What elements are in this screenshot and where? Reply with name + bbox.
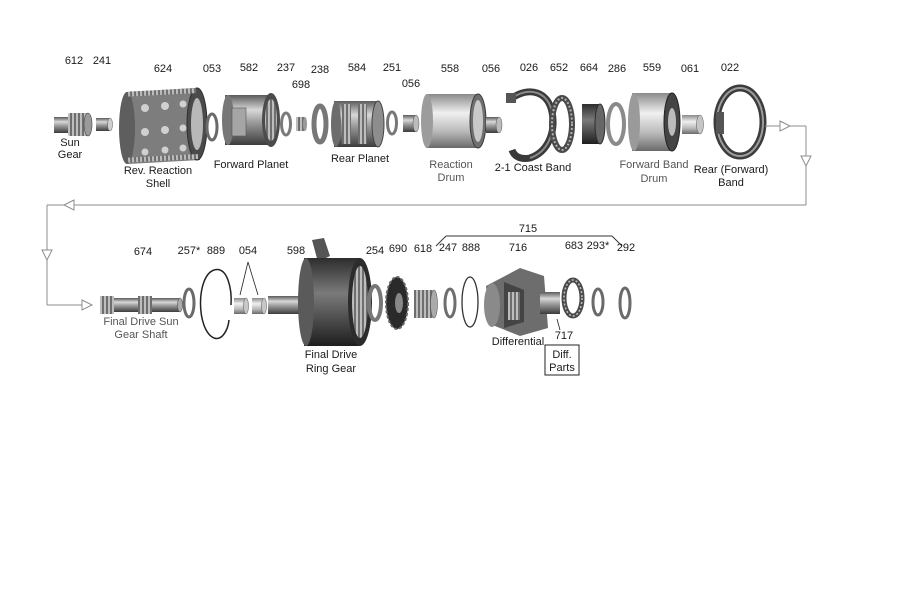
washer-251 [386,110,398,136]
bearing-056-a [403,114,420,133]
washer-293 [591,287,605,317]
reaction-drum-558 [421,93,487,149]
snap-ring-889 [199,268,232,340]
caption-rev-shell-1: Rev. Reaction [124,165,192,177]
caption-rear-planet: Rear Planet [331,153,389,165]
small-gear-698 [296,117,307,131]
sprag-652 [549,95,575,153]
label-022: 022 [721,62,739,74]
caption-fd-ring-1: Final Drive [305,349,358,361]
caption-fwd-band-drum-1: Forward Band [619,159,688,171]
sun-gear-612 [54,112,93,137]
caption-fwd-band-drum-2: Drum [641,173,668,185]
label-237: 237 [277,62,295,74]
caption-sun-gear-1: Sun [60,137,80,149]
washer-286 [606,102,626,146]
label-254: 254 [366,245,384,257]
washer-254 [367,284,383,322]
caption-rear-band-2: Band [718,177,744,189]
thrust-washer-053 [205,112,219,142]
pinion-618 [414,289,438,319]
caption-rear-band-1: Rear (Forward) [694,164,769,176]
washer-237 [280,111,292,137]
caption-fd-ring-2: Ring Gear [306,363,356,375]
bushing-241 [96,117,113,132]
caption-diff-parts-2: Parts [549,362,575,374]
caption-diff-parts-1: Diff. [552,349,571,361]
label-690: 690 [389,243,407,255]
rear-planet-584 [331,100,385,148]
rear-forward-band-022 [713,84,767,160]
label-286: 286 [608,63,626,75]
label-559: 559 [643,62,661,74]
label-238: 238 [311,64,329,76]
label-715: 715 [519,223,537,235]
coast-band-026 [506,88,557,162]
label-558: 558 [441,63,459,75]
washer-238 [311,103,329,145]
label-674: 674 [134,246,152,258]
label-652: 652 [550,62,568,74]
assembly-bracket-715 [435,235,623,247]
caption-reaction-drum-1: Reaction [429,159,472,171]
label-716: 716 [509,242,527,254]
bushing-061 [682,114,704,135]
label-624: 624 [154,63,172,75]
label-888: 888 [462,242,480,254]
reverse-reaction-shell-624 [119,87,208,164]
snap-ring-888 [461,276,479,328]
ring-664 [582,103,606,145]
caption-rev-shell-2: Shell [146,178,170,190]
label-612: 612 [65,55,83,67]
washer-247 [443,287,457,319]
label-026: 026 [520,62,538,74]
caption-coast-band: 2-1 Coast Band [495,162,571,174]
caption-fd-shaft-2: Gear Shaft [114,329,167,341]
label-056-b: 056 [482,63,500,75]
label-698: 698 [292,79,310,91]
label-293: 293* [587,240,610,252]
label-618: 618 [414,243,432,255]
final-drive-sun-gear-shaft-674 [100,296,183,314]
label-054: 054 [239,245,257,257]
label-584: 584 [348,62,366,74]
label-683: 683 [565,240,583,252]
label-247: 247 [439,242,457,254]
washer-292 [618,286,632,320]
caption-forward-planet: Forward Planet [214,159,289,171]
label-251: 251 [383,62,401,74]
caption-sun-gear-2: Gear [58,149,83,161]
forward-band-drum-559 [628,92,681,152]
bearing-056-b [486,116,503,134]
caption-fd-shaft-1: Final Drive Sun [103,316,178,328]
caption-reaction-drum-2: Drum [438,172,465,184]
gear-690 [385,276,409,330]
label-292: 292 [617,242,635,254]
label-061: 061 [681,63,699,75]
label-257: 257* [178,245,201,257]
differential-716 [484,268,560,336]
ring-683 [561,277,585,319]
bearings-054 [234,261,267,315]
label-241: 241 [93,55,111,67]
snap-ring-257 [182,287,196,319]
label-056-a: 056 [402,78,420,90]
final-drive-ring-gear-598 [268,238,372,346]
label-717: 717 [555,330,573,342]
diff-parts-box-717 [544,318,580,376]
label-664: 664 [580,62,598,74]
assembly-flow-arrows [41,120,812,311]
forward-planet-582 [222,93,280,147]
label-598: 598 [287,245,305,257]
label-889: 889 [207,245,225,257]
label-582: 582 [240,62,258,74]
label-053: 053 [203,63,221,75]
caption-differential: Differential [492,336,544,348]
